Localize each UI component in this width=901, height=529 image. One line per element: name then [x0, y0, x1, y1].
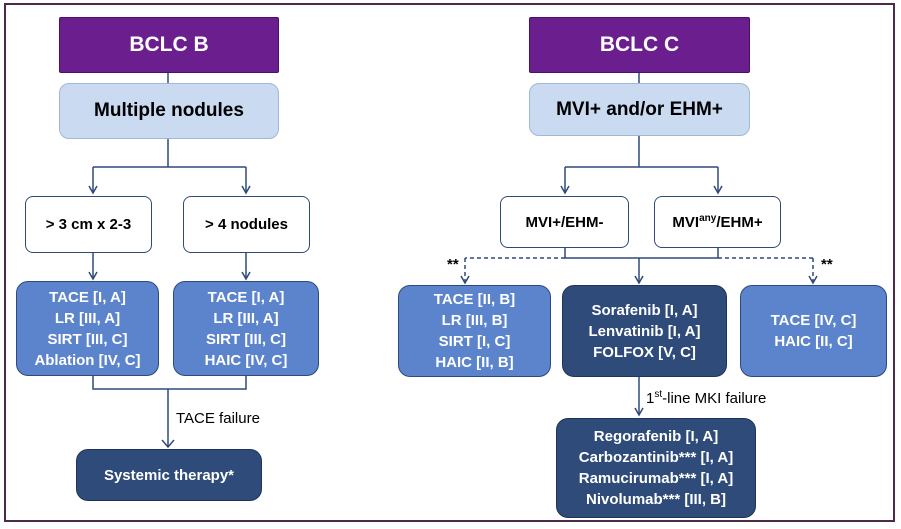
multiple-nodules-label: Multiple nodules — [94, 100, 244, 121]
bclc-b-label: BCLC B — [129, 33, 209, 56]
mvi-plus-box: MVI+/EHM- — [500, 196, 629, 248]
treatment-c-left-item: HAIC [II, B] — [435, 354, 514, 371]
mki-failure-label: 1st-line MKI failure — [646, 389, 766, 407]
treatment-c-left-item: SIRT [I, C] — [438, 333, 511, 350]
mvi-plus-label: MVI+/EHM- — [525, 213, 604, 231]
bclc-c-label: BCLC C — [599, 33, 680, 56]
mki-failure-sup: st — [654, 389, 663, 400]
treatment-b-item: HAIC [IV, C] — [204, 351, 288, 369]
multiple-nodules-box: Multiple nodules — [59, 83, 279, 139]
first-line-item: Sorafenib [I, A] — [591, 301, 698, 319]
branch-size-box: > 3 cm x 2-3 — [25, 196, 152, 253]
mvi-any-pre: MVI — [672, 214, 700, 231]
treatment-a-item: TACE [I, A] — [49, 288, 126, 306]
treatment-box-a: TACE [I, A] LR [III, A] SIRT [III, C] Ab… — [16, 281, 159, 376]
mvi-any-post: /EHM+ — [716, 214, 763, 231]
treatment-a-item: SIRT [III, C] — [47, 330, 128, 348]
mvi-any-sup: any — [699, 213, 717, 224]
arrow-to-systemic — [161, 439, 175, 449]
treatment-b-item: LR [III, A] — [213, 309, 279, 327]
branch-size-label: > 3 cm x 2-3 — [45, 216, 132, 233]
treatment-b-item: SIRT [III, C] — [206, 330, 286, 348]
mvi-any-label: MVIany/EHM+ — [672, 213, 762, 231]
link-treat-merge — [92, 376, 247, 447]
link-branches-merge — [564, 248, 719, 259]
link-mvi-split — [565, 136, 718, 168]
second-line-box: Regorafenib [I, A] Carbozantinib*** [I, … — [556, 418, 756, 518]
treatment-b-item: TACE [I, A] — [207, 288, 285, 306]
second-line-item: Nivolumab*** [III, B] — [585, 491, 727, 508]
bclc-b-header: BCLC B — [59, 17, 279, 73]
mki-failure-pre: 1 — [646, 390, 655, 407]
outer-frame — [4, 3, 895, 522]
second-line-item: Regorafenib [I, A] — [593, 428, 719, 445]
treatment-c-right-item: HAIC [II, C] — [774, 333, 853, 350]
systemic-therapy-box: Systemic therapy* — [76, 449, 262, 501]
marker-right: ** — [821, 256, 833, 273]
treatment-c-left-item: TACE [II, B] — [433, 291, 516, 308]
treatment-c-right-item: TACE [IV, C] — [770, 312, 857, 329]
treatment-box-c-left: TACE [II, B] LR [III, B] SIRT [I, C] HAI… — [398, 285, 551, 377]
tace-failure-label: TACE failure — [176, 410, 260, 427]
mki-failure-post: -line MKI failure — [662, 390, 767, 407]
mvi-any-box: MVIany/EHM+ — [654, 196, 781, 248]
branch-count-label: > 4 nodules — [205, 216, 288, 233]
treatment-c-left-item: LR [III, B] — [441, 312, 508, 329]
treatment-a-item: Ablation [IV, C] — [34, 351, 141, 369]
first-line-item: Lenvatinib [I, A] — [588, 322, 701, 340]
treatment-box-b: TACE [I, A] LR [III, A] SIRT [III, C] HA… — [173, 281, 319, 376]
first-line-systemic-box: Sorafenib [I, A] Lenvatinib [I, A] FOLFO… — [562, 285, 727, 377]
mvi-ehm-box: MVI+ and/or EHM+ — [529, 83, 750, 136]
second-line-item: Ramucirumab*** [I, A] — [578, 470, 734, 487]
treatment-box-c-right: TACE [IV, C] HAIC [II, C] — [740, 285, 887, 377]
second-line-item: Carbozantinib*** [I, A] — [578, 449, 734, 466]
bclc-c-header: BCLC C — [529, 17, 750, 73]
marker-left: ** — [447, 256, 459, 273]
mvi-ehm-label: MVI+ and/or EHM+ — [556, 98, 723, 120]
systemic-therapy-label: Systemic therapy* — [103, 466, 235, 484]
treatment-a-item: LR [III, A] — [54, 309, 121, 327]
link-nodules-split — [93, 139, 246, 168]
branch-count-box: > 4 nodules — [183, 196, 310, 253]
first-line-item: FOLFOX [V, C] — [593, 343, 696, 361]
